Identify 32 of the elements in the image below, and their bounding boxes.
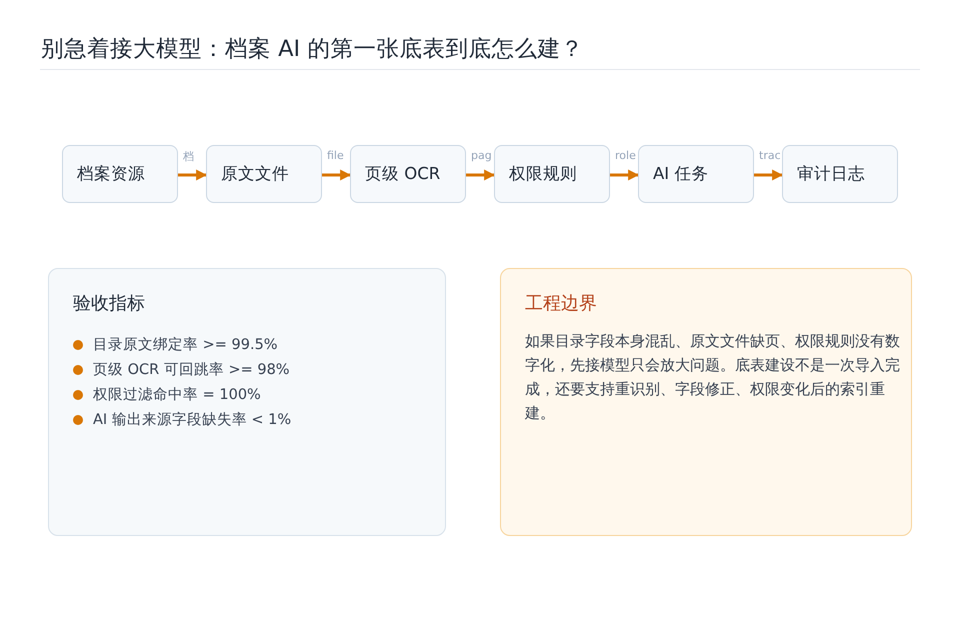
process-box — [350, 145, 466, 203]
note-card — [500, 268, 912, 536]
arrow — [610, 170, 640, 180]
step-label: 原文文件 — [221, 163, 289, 185]
step-label: 档案资源 — [77, 163, 145, 185]
edge-label: file — [327, 149, 344, 162]
page-title: 别急着接大模型：档案 AI 的第一张底表到底怎么建？ — [41, 35, 584, 64]
arrow — [466, 170, 496, 180]
list-item-text: 权限过滤命中率 = 100% — [93, 386, 261, 404]
list-item-text: 目录原文绑定率 >= 99.5% — [93, 336, 278, 354]
process-box — [62, 145, 178, 203]
edge-label: pag — [471, 149, 492, 162]
arrow — [322, 170, 352, 180]
process-box — [494, 145, 610, 203]
metrics-card — [48, 268, 446, 536]
step-label: AI 任务 — [653, 163, 708, 185]
step-label: 页级 OCR — [365, 163, 440, 185]
edge-label: role — [615, 149, 636, 162]
step-label: 权限规则 — [509, 163, 577, 185]
edge-label: trac — [759, 149, 781, 162]
list-item-text: AI 输出来源字段缺失率 < 1% — [93, 410, 292, 429]
arrow — [178, 170, 208, 180]
process-box — [782, 145, 898, 203]
edge-label: 档 — [183, 149, 194, 164]
process-box — [638, 145, 754, 203]
step-label: 审计日志 — [797, 163, 865, 185]
paragraph: 如果目录字段本身混乱、原文文件缺页、权限规则没有数字化，先接模型只会放大问题。底表建设不是一次导入完成，还要支持重识别、字段修正、权限变化后的索引重建。 — [525, 331, 901, 424]
list-item-text: 页级 OCR 可回跳率 >= 98% — [93, 360, 290, 379]
process-box — [206, 145, 322, 203]
arrow — [754, 170, 784, 180]
card-heading: 验收指标 — [73, 292, 146, 315]
card-heading: 工程边界 — [525, 292, 598, 315]
